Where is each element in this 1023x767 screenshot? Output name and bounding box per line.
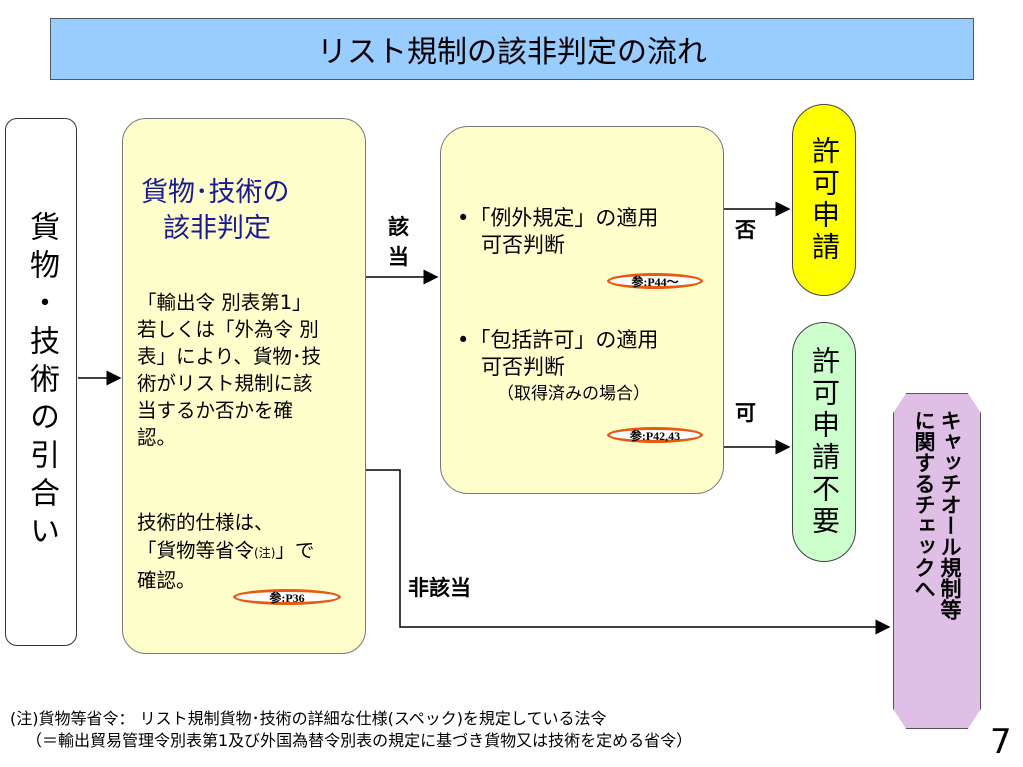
exception-item-1-line1: •「例外規定」の適用 [457,206,659,230]
exception-item-1: •「例外規定」の適用 可否判断 [457,205,658,259]
exception-item-2-line3: （取得済みの場合） [497,384,650,404]
permit-not-required-box: 許可申請不要 [792,322,856,562]
footnote-line1: (注)貨物等省令： リスト規制貨物･技術の詳細な仕様(スペック)を規定している法… [10,709,607,728]
applicable-label: 該 当 [388,215,409,269]
page-title: リスト規制の該非判定の流れ [50,18,974,80]
spec-line2: 「貨物等省令(注)」で [137,539,315,562]
classification-body-line5: 当するか否かを確 [137,399,294,422]
reference-badge-p42: 参:P42,43 [607,427,703,443]
classification-body-line3: 表」により、貨物･技 [137,345,322,368]
classification-title-line2: 該非判定 [163,213,271,244]
classification-title: 貨物･技術の 該非判定 [141,175,290,247]
classification-body-line6: 認。 [137,426,177,449]
exception-item-2-line1: •「包括許可」の適用 [457,328,659,352]
classification-body: 「輸出令 別表第1」 若しくは「外為令 別 表」により、貨物･技 術がリスト規制… [137,289,355,451]
reference-badge-p36: 参:P36 [233,589,341,605]
classification-body-line4: 術がリスト規制に該 [137,372,313,395]
exception-box: •「例外規定」の適用 可否判断 参:P44〜 •「包括許可」の適用 可否判断 （… [440,126,724,494]
classification-title-line1: 貨物･技術の [141,177,290,208]
no-label: 否 [735,218,756,242]
reference-badge-p44: 参:P44〜 [607,273,703,289]
exception-item-1-line2: 可否判断 [481,233,565,257]
spec-note: (注) [254,546,276,560]
yes-label: 可 [735,401,756,425]
catch-all-label: キャッチオール規制等に関するチェックへ [912,410,962,620]
permit-not-required-label: 許可申請不要 [808,346,841,538]
exception-item-2: •「包括許可」の適用 可否判断 （取得済みの場合） [457,327,658,407]
spec-line3: 確認。 [137,569,196,592]
classification-body-line2: 若しくは「外為令 別 [137,318,319,341]
classification-body-line1: 「輸出令 別表第1」 [137,291,312,314]
page-title-text: リスト規制の該非判定の流れ [317,35,707,70]
non-applicable-label: 非該当 [408,576,471,600]
permit-application-label: 許可申請 [808,136,841,264]
spec-text: 技術的仕様は、 「貨物等省令(注)」で 確認。 [137,509,359,595]
spec-line1: 技術的仕様は、 [137,511,274,534]
classification-box: 貨物･技術の 該非判定 「輸出令 別表第1」 若しくは「外為令 別 表」により、… [122,118,366,654]
arrow-non-applicable [366,469,891,635]
exception-item-2-line2: 可否判断 [481,355,565,379]
inquiry-label: 貨物・技術の引合い [24,211,59,553]
permit-application-box: 許可申請 [792,104,856,296]
inquiry-box: 貨物・技術の引合い [5,118,77,646]
catch-all-box: キャッチオール規制等に関するチェックへ [893,393,981,729]
page-number: 7 [990,722,1012,762]
footnote: (注)貨物等省令： リスト規制貨物･技術の詳細な仕様(スペック)を規定している法… [10,708,692,752]
footnote-line2: （＝輸出貿易管理令別表第1及び外国為替令別表の規定に基づき貨物又は技術を定める省… [26,731,693,750]
